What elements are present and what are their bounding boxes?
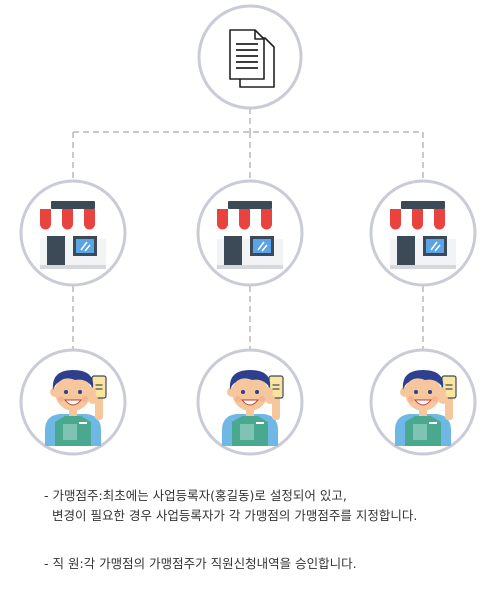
staff-icon: [395, 370, 457, 446]
note-staff-line: - 직 원:각 가맹점의 가맹점주가 직원신청내역을 승인합니다.: [44, 556, 357, 571]
notes-spacer: [44, 526, 484, 554]
store-icon: [390, 201, 456, 269]
staff-node-2: [196, 348, 304, 456]
store-icon: [40, 201, 106, 269]
store-node-1: [19, 179, 127, 287]
note-owner-line2: 변경이 필요한 경우 사업등록자가 각 가맹점의 가맹점주를 지정합니다.: [52, 508, 418, 523]
document-node: [197, 4, 303, 110]
org-diagram: [19, 4, 477, 456]
staff-icon: [45, 370, 107, 446]
connector-lines: [72, 108, 424, 350]
store-icon: [217, 201, 283, 269]
document-icon: [229, 29, 275, 88]
note-owner-line1: - 가맹점주:최초에는 사업등록자(홍길동)로 설정되어 있고,: [44, 488, 347, 503]
staff-node-3: [369, 348, 477, 456]
staff-icon: [222, 370, 284, 446]
notes-section: - 가맹점주:최초에는 사업등록자(홍길동)로 설정되어 있고, 변경이 필요한…: [44, 486, 484, 574]
store-node-2: [196, 179, 304, 287]
staff-node-1: [19, 348, 127, 456]
store-node-3: [369, 179, 477, 287]
